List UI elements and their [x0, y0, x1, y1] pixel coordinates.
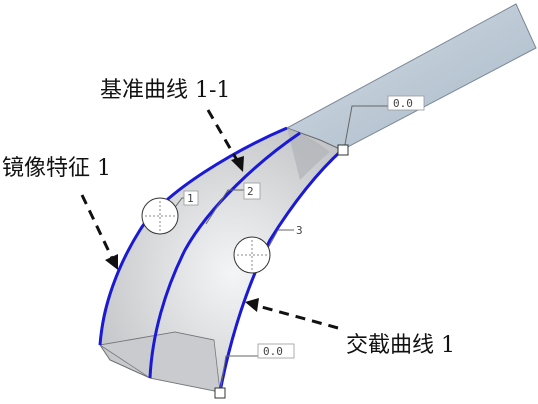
tag-box-1: [183, 190, 199, 206]
tag-leader-2: [205, 189, 246, 225]
tag-leader-bottom: [219, 355, 258, 393]
label-datum-curve: 基准曲线 1-1: [100, 78, 231, 103]
tag-box-top: [387, 95, 425, 111]
tag-index-3: 3: [296, 224, 303, 237]
flat-strip: [285, 3, 537, 151]
handle-bottom[interactable]: [214, 387, 226, 399]
datum-curve: [148, 131, 301, 379]
tag-index-1: 1: [187, 192, 194, 205]
tag-value-bottom: 0.0: [263, 345, 283, 358]
label-mirror-feature: 镜像特征 1: [2, 156, 111, 181]
bend-shading: [287, 128, 330, 180]
tag-box-2: [243, 182, 261, 200]
leader-mirror-feature: [80, 194, 118, 270]
handle-top[interactable]: [337, 144, 349, 156]
tag-leader-top: [343, 105, 388, 151]
tag-value-top: 0.0: [393, 97, 413, 110]
point-marker-1[interactable]: [141, 197, 179, 235]
tag-box-bottom: [257, 343, 295, 359]
surface-edge: [99, 331, 215, 346]
point-marker-3[interactable]: [233, 236, 271, 274]
leader-intersect-curve: [245, 298, 339, 330]
tag-leader-3: [267, 229, 294, 249]
intersect-curve: [218, 148, 344, 393]
mirror-curve: [98, 126, 288, 346]
leader-datum-curve: [206, 109, 244, 172]
tag-index-2: 2: [247, 185, 254, 198]
label-intersect-curve: 交截曲线 1: [346, 333, 455, 358]
